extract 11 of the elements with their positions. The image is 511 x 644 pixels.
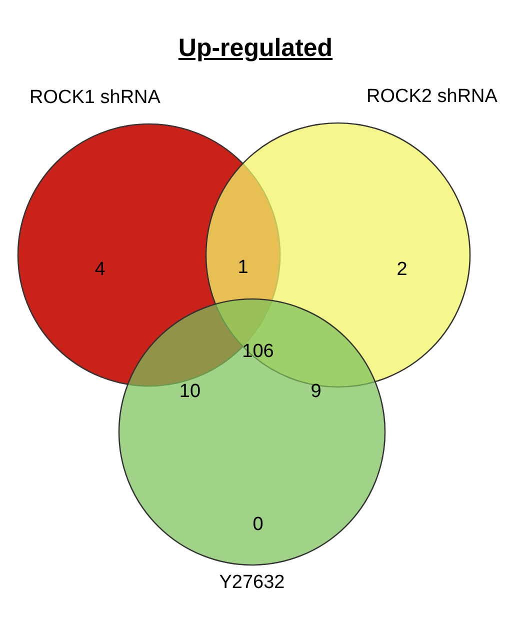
count-label: 1 [238,257,248,279]
set-label: ROCK2 shRNA [366,86,498,108]
count-label: 2 [396,259,408,281]
count-label: 106 [242,341,274,363]
count-label: 4 [94,259,106,281]
count-label: 10 [179,381,201,403]
set-label: ROCK1 shRNA [30,87,160,109]
diagram-title: Up-regulated [177,34,334,63]
count-label: 9 [310,381,322,403]
set-label: Y27632 [219,572,285,594]
count-label: 0 [252,514,264,536]
